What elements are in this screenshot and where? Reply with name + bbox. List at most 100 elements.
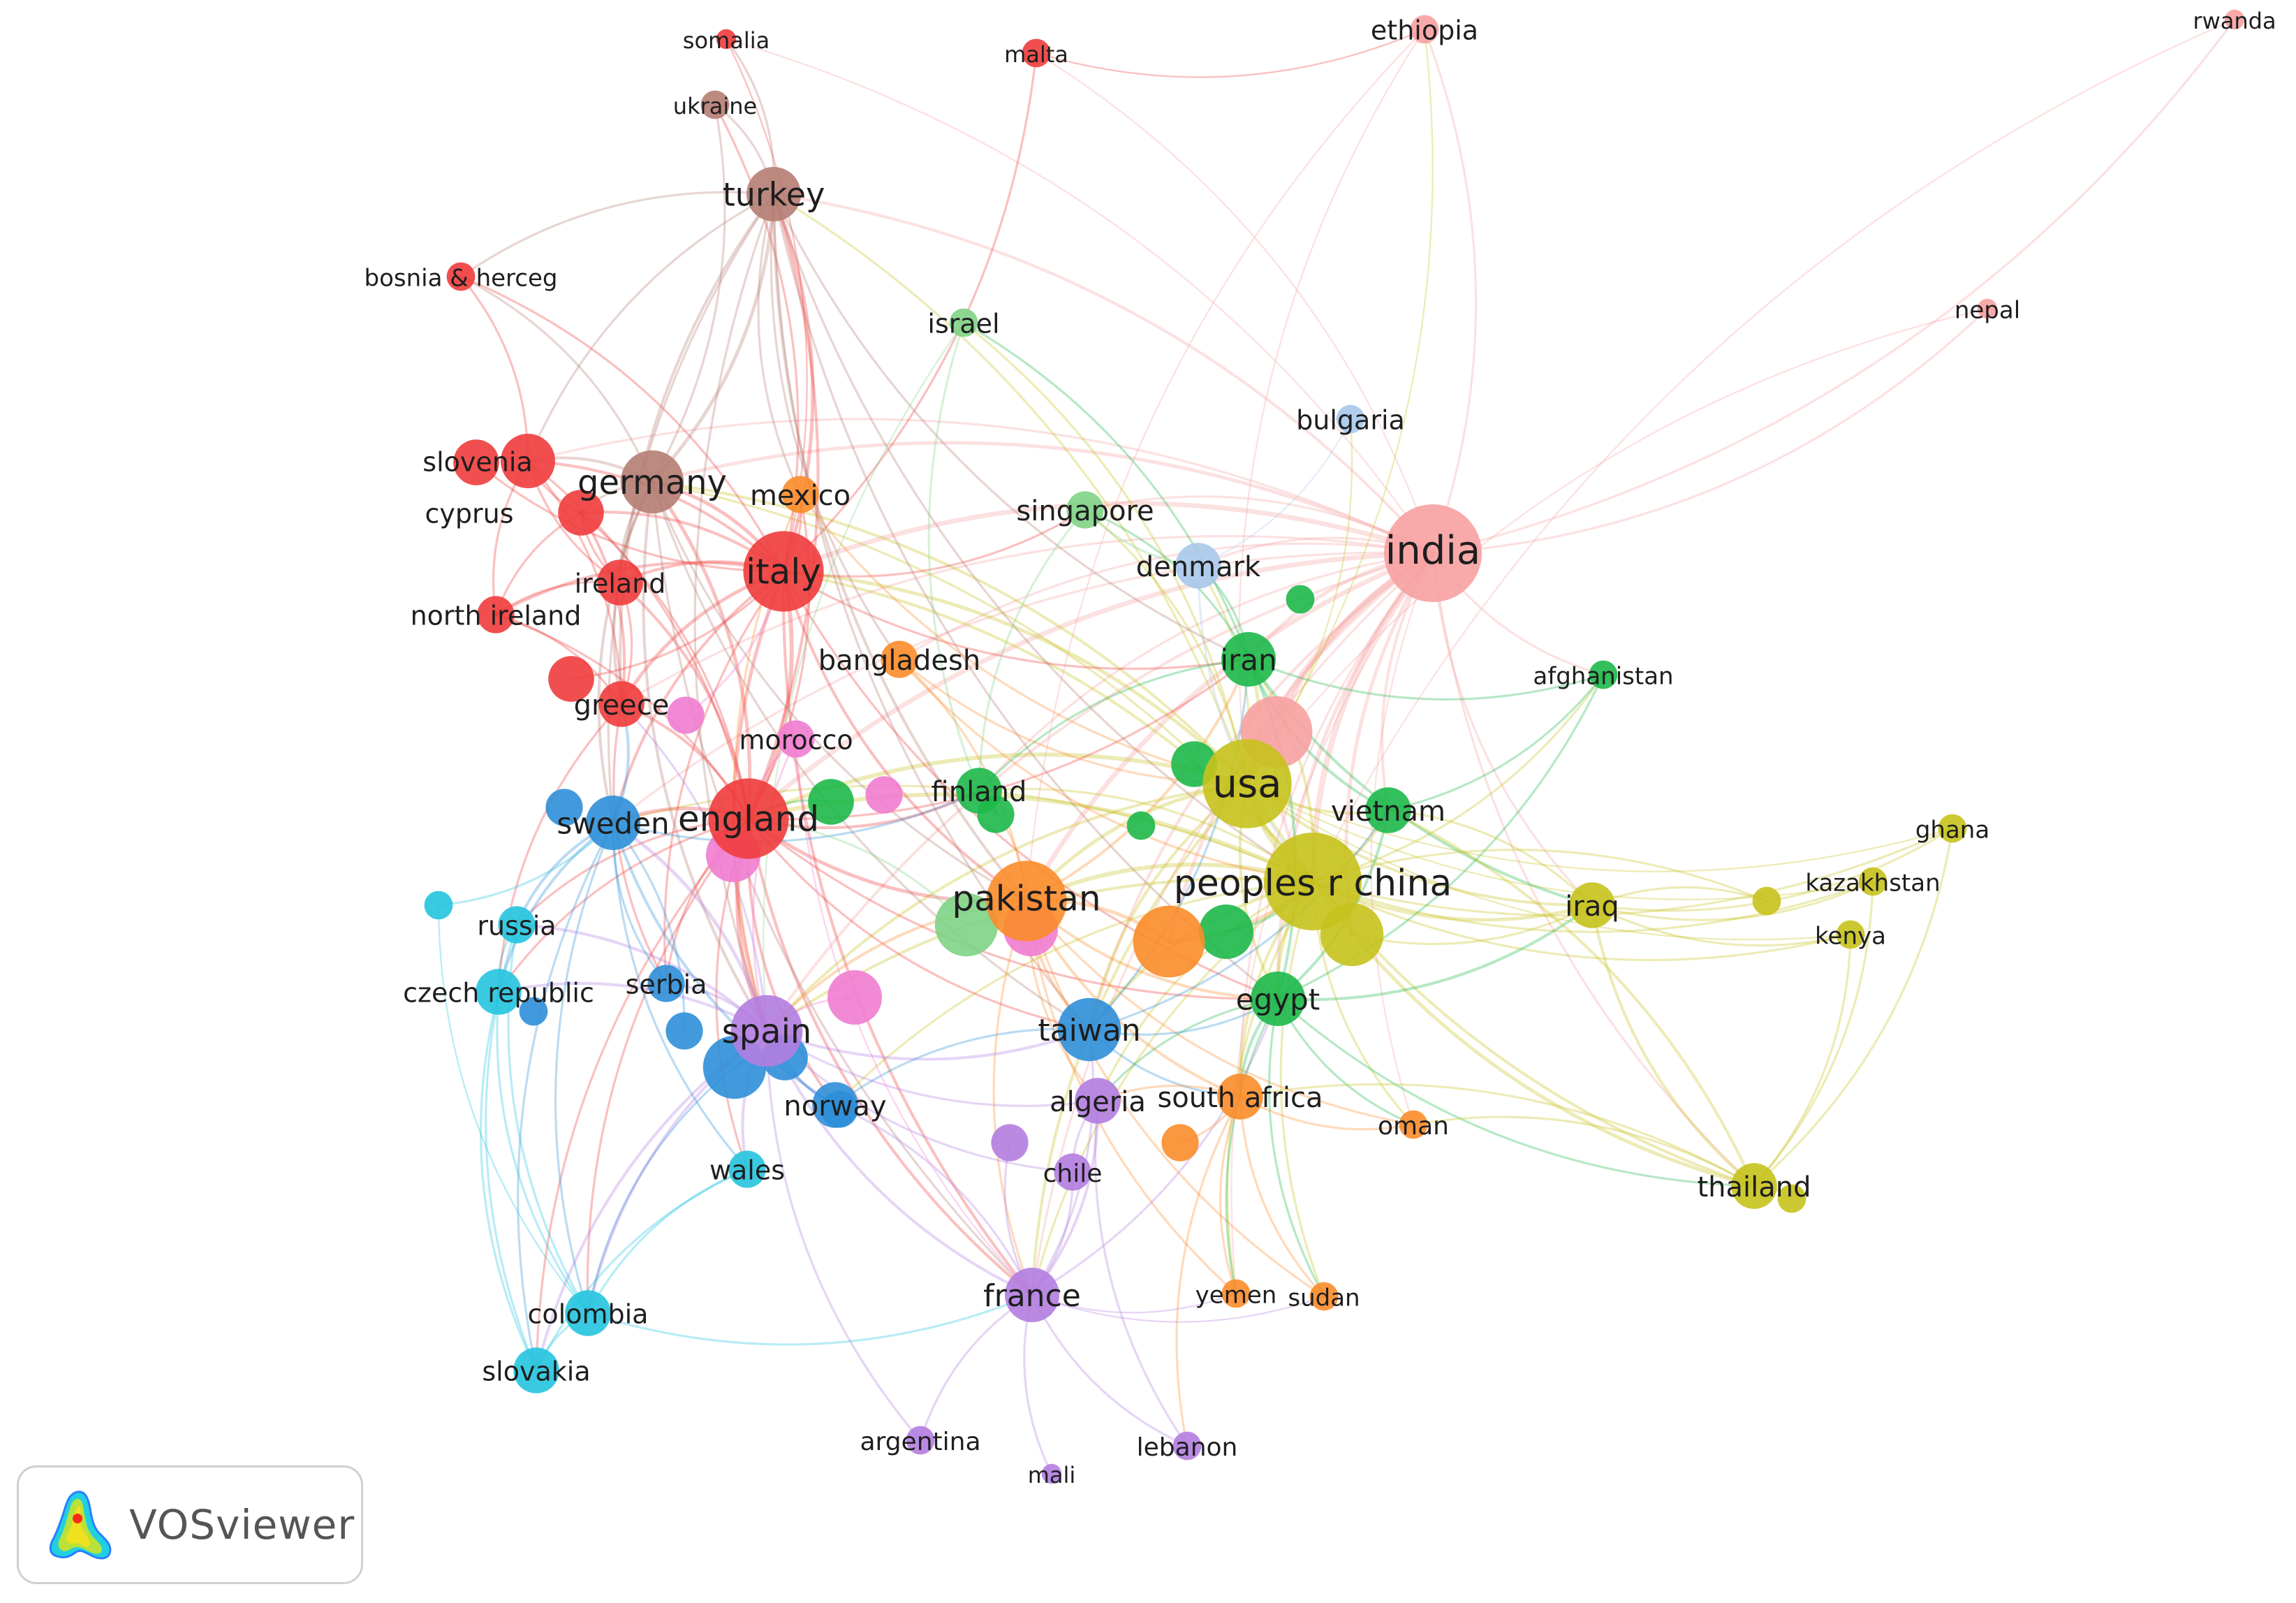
link-england-egypt (747, 817, 1279, 1000)
node-ghana[interactable] (1938, 814, 1967, 843)
node-argentina[interactable] (906, 1426, 935, 1455)
link-england-france (746, 817, 1034, 1297)
node-usa[interactable] (1202, 739, 1292, 828)
node-n_purple_chile[interactable] (991, 1124, 1029, 1162)
node-n_olive_thai[interactable] (1777, 1184, 1806, 1213)
node-norway[interactable] (812, 1082, 858, 1128)
node-n_green_den[interactable] (1286, 585, 1315, 614)
node-n_red_slovenia[interactable] (453, 439, 499, 485)
node-afghanistan[interactable] (1589, 660, 1618, 689)
label-rwanda: rwanda (2193, 8, 2276, 34)
node-serbia[interactable] (647, 965, 685, 1002)
node-singapore[interactable] (1066, 491, 1104, 529)
link-sweden-finland (612, 789, 980, 843)
node-kenya[interactable] (1836, 920, 1865, 949)
node-n_cyan_russia[interactable] (424, 891, 453, 920)
node-bulgaria[interactable] (1336, 404, 1365, 434)
node-sudan[interactable] (1309, 1282, 1339, 1311)
label-france: france (983, 1278, 1081, 1314)
node-egypt[interactable] (1251, 972, 1305, 1026)
link-italy-pakistan (781, 569, 1029, 903)
node-mali[interactable] (1041, 1463, 1062, 1484)
node-rwanda[interactable] (2224, 9, 2245, 30)
node-taiwan[interactable] (1057, 997, 1121, 1062)
node-israel[interactable] (949, 308, 978, 337)
node-nepal[interactable] (1977, 298, 1998, 319)
node-n_blue_serbia[interactable] (665, 1012, 703, 1050)
node-czech[interactable] (476, 969, 522, 1015)
node-greece[interactable] (598, 681, 645, 727)
node-malta[interactable] (1022, 38, 1051, 68)
link-usa-germany (650, 480, 1249, 786)
node-n_red_greece[interactable] (548, 656, 594, 702)
node-n_lightgreen_pak[interactable] (934, 893, 999, 957)
node-n_blue_sweden[interactable] (545, 789, 583, 826)
link-england-slovakia (535, 817, 750, 1372)
link-spain-taiwan (765, 1027, 1091, 1061)
node-mexico[interactable] (781, 476, 819, 513)
node-cyprus[interactable] (558, 490, 604, 536)
node-denmark[interactable] (1175, 543, 1221, 589)
node-england[interactable] (708, 778, 789, 859)
node-n_blue_czech[interactable] (519, 997, 548, 1026)
link-egypt-sudan (1267, 997, 1325, 1298)
node-n_pink_fin[interactable] (865, 776, 903, 814)
label-norway: norway (783, 1090, 886, 1122)
label-wales: wales (709, 1155, 785, 1186)
node-yemen[interactable] (1221, 1279, 1251, 1308)
node-chile[interactable] (1054, 1153, 1091, 1191)
node-n_pink_mid[interactable] (827, 970, 882, 1025)
label-pakistan: pakistan (952, 879, 1101, 919)
node-ireland[interactable] (597, 559, 643, 606)
node-france[interactable] (1005, 1268, 1059, 1322)
node-finland[interactable] (956, 768, 1002, 814)
node-n_orange_sa[interactable] (1161, 1124, 1199, 1162)
label-germany: germany (577, 463, 727, 502)
node-n_green_china[interactable] (1199, 905, 1253, 959)
node-spain[interactable] (730, 995, 803, 1067)
node-n_green_eng[interactable] (808, 779, 854, 825)
node-china[interactable] (1264, 833, 1362, 930)
node-pakistan[interactable] (986, 861, 1067, 942)
link-egypt-afghanistan (1276, 673, 1605, 1000)
link-egypt-algeria (1096, 997, 1279, 1102)
node-vietnam[interactable] (1365, 787, 1411, 833)
node-ukraine[interactable] (700, 90, 730, 119)
link-spain-russia (515, 923, 769, 1033)
node-slovenia[interactable] (501, 434, 555, 488)
link-india-egypt (1276, 551, 1435, 1001)
link-sweden-slovakia (517, 821, 615, 1372)
node-n_olive_kaz[interactable] (1752, 886, 1781, 916)
node-bangladesh[interactable] (881, 641, 918, 678)
node-bosnia[interactable] (446, 262, 476, 291)
node-n_orange_china[interactable] (1133, 905, 1205, 978)
label-russia: russia (477, 911, 556, 942)
node-russia[interactable] (498, 906, 536, 944)
node-algeria[interactable] (1075, 1078, 1121, 1124)
node-italy[interactable] (743, 531, 824, 612)
node-sweden[interactable] (586, 796, 640, 850)
node-india[interactable] (1384, 504, 1482, 602)
node-oman[interactable] (1399, 1110, 1428, 1139)
link-india-germany (650, 441, 1435, 555)
node-germany[interactable] (620, 450, 684, 514)
node-n_pink_greece[interactable] (667, 696, 705, 734)
node-n_green_usa2[interactable] (1126, 811, 1156, 840)
link-italy-bosnia (459, 275, 785, 573)
node-iraq[interactable] (1569, 882, 1615, 928)
node-somalia[interactable] (716, 29, 737, 50)
link-morocco-spain (751, 738, 797, 1032)
node-turkey[interactable] (746, 167, 801, 221)
node-slovakia[interactable] (513, 1347, 559, 1393)
node-lebanon[interactable] (1172, 1431, 1202, 1461)
node-colombia[interactable] (565, 1290, 611, 1336)
node-kazakhstan[interactable] (1858, 867, 1887, 896)
node-iran[interactable] (1221, 632, 1276, 687)
node-wales[interactable] (728, 1150, 766, 1188)
vosviewer-badge: VOSviewer (17, 1465, 363, 1584)
node-southafrica[interactable] (1217, 1074, 1263, 1120)
node-thailand[interactable] (1731, 1163, 1777, 1209)
node-morocco[interactable] (777, 720, 815, 758)
node-ethiopia[interactable] (1410, 15, 1439, 44)
node-northireland[interactable] (477, 596, 515, 634)
